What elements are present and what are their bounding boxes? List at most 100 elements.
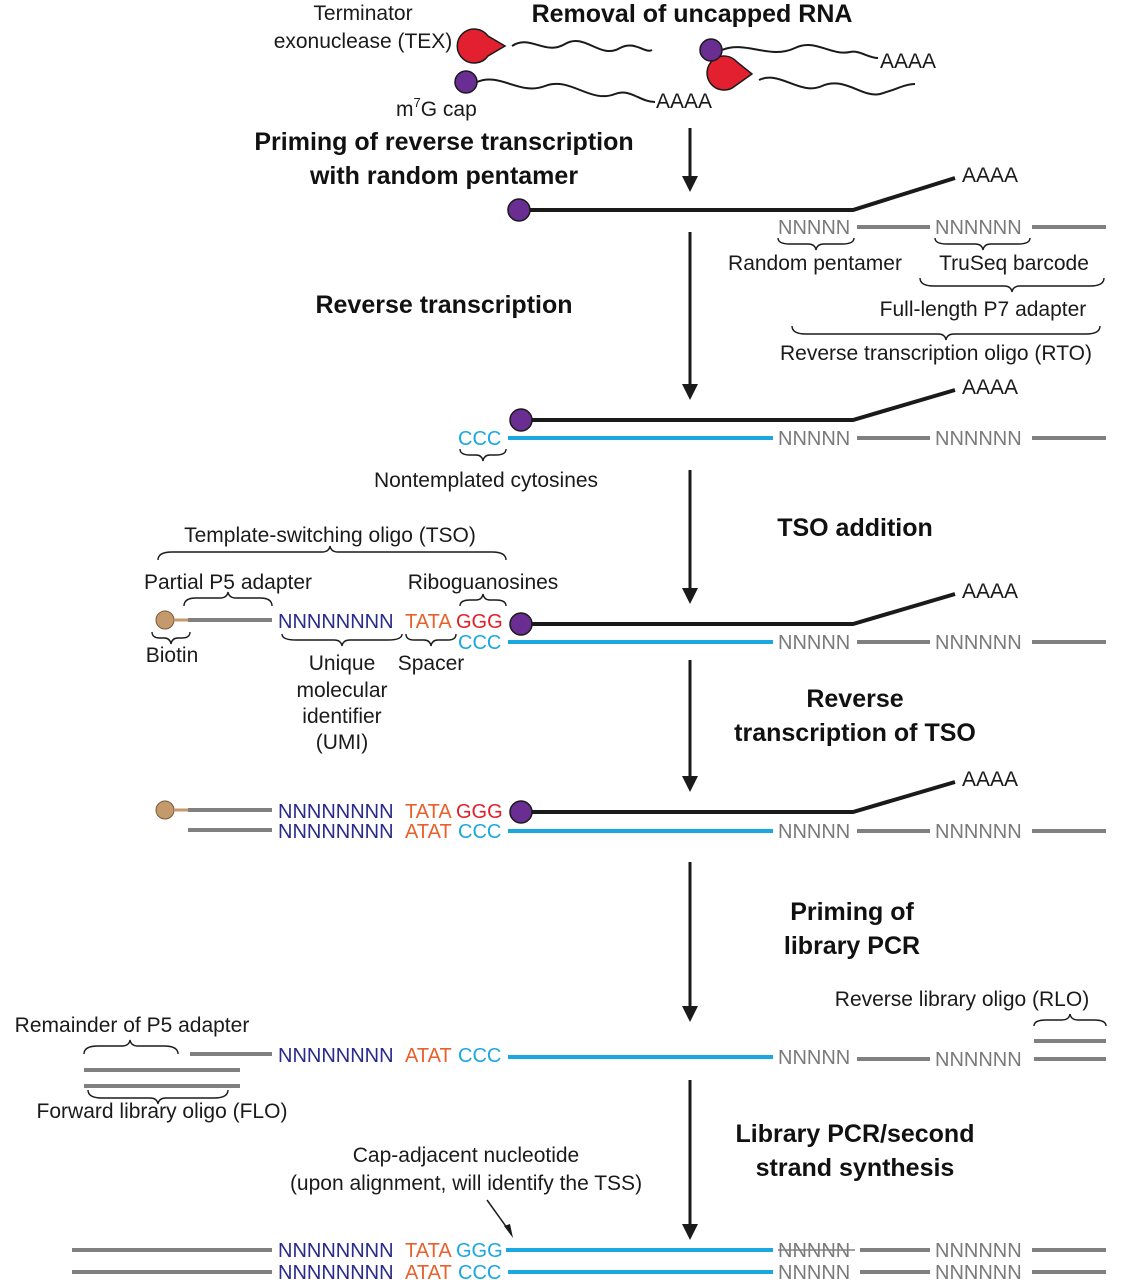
mrna-strand-4 [532,780,956,814]
brace-umi [281,633,403,647]
umi-label-line2: molecular [296,679,387,702]
polya-label-6: AAAA [962,768,1018,791]
cap-adjacent-pointer-head [504,1224,513,1238]
step-priming-pcr-line1: Priming of [790,898,914,926]
umi-seq-4: NNNNNNNN [278,1045,394,1067]
brace-random-pentamer [777,237,855,251]
p7-adapter-label: Full-length P7 adapter [880,298,1087,321]
step-pcr-line1: Library PCR/second [736,1120,975,1148]
step-rt-title: Reverse transcription [315,291,572,319]
step-priming-title-line1: Priming of reverse transcription [254,128,633,156]
arrow-head-5 [682,1006,698,1022]
rt-step: Reverse transcription AAAA CCC NNNNN NNN… [315,232,1106,492]
capped-rna-2 [476,78,656,103]
spacer-label: Spacer [398,652,465,675]
m7g-cap-icon-5 [509,612,533,636]
capped-rna-1 [721,43,879,59]
umi-seq-6: NNNNNNNN [278,1262,394,1280]
pentamer-seq-4: NNNNN [778,821,850,843]
barcode-seq-4: NNNNNN [935,821,1022,843]
brace-riboguanosines [459,593,507,607]
arrow-head-1 [682,176,698,192]
brace-rlo [1033,1013,1107,1027]
uncapped-rna-1 [511,40,653,52]
tex-enzyme-icon-2 [706,55,754,91]
truseq-barcode-seq: NNNNNN [935,217,1022,239]
spacer-seq-4: ATAT [405,1045,452,1067]
m7g-cap-icon [699,38,723,62]
brace-ccc [459,448,507,462]
tex-label-line1: Terminator [313,2,412,25]
rt-tso-step: Reverse transcription of TSO NNNNNNNN TA… [155,660,1106,843]
polya-label-2: AAAA [656,90,712,113]
arrow-head-6 [682,1224,698,1240]
umi-seq-3: NNNNNNNN [278,821,394,843]
brace-spacer [405,633,457,647]
brace-remainder-p5 [83,1039,179,1055]
brace-biotin [151,631,191,645]
umi-label-line3: identifier [302,705,381,728]
rto-label: Reverse transcription oligo (RTO) [780,342,1092,365]
cap-adjacent-label-line2: (upon alignment, will identify the TSS) [290,1172,642,1195]
barcode-seq-2: NNNNNN [935,428,1022,450]
brace-tso [157,545,507,561]
step-rt-tso-line1: Reverse [806,685,903,713]
pentamer-seq-7: NNNNN [778,1262,850,1280]
removal-step: Removal of uncapped RNA Terminator exonu… [274,0,936,121]
umi-seq-5: NNNNNNNN [278,1240,394,1262]
brace-p7 [919,277,1105,293]
barcode-seq-3: NNNNNN [935,632,1022,654]
tso-label: Template-switching oligo (TSO) [184,524,476,547]
m7g-cap-icon-2 [454,70,478,94]
polya-label-4: AAAA [962,376,1018,399]
umi-label-line1: Unique [309,652,376,675]
random-pentamer-label: Random pentamer [728,252,902,275]
spacer-seq-5: TATA [405,1240,452,1262]
umi-label-line4: (UMI) [316,731,368,754]
arrow-head-2 [682,384,698,400]
uncapped-rna-2 [758,76,916,96]
pentamer-seq-5: NNNNN [778,1047,850,1069]
arrow-head-3 [682,588,698,604]
spacer-seq: TATA [405,611,452,633]
brace-truseq [934,237,1031,251]
m7g-cap-icon-4 [509,408,533,432]
barcode-seq-7: NNNNNN [935,1262,1022,1280]
ccc-seq-3: CCC [458,821,501,843]
polya-label-5: AAAA [962,580,1018,603]
tso-addition-step: TSO addition Template-switching oligo (T… [144,470,1106,754]
truseq-barcode-label: TruSeq barcode [939,252,1089,275]
ccc-seq-4: CCC [458,1045,501,1067]
step-priming-title-line2: with random pentamer [309,162,578,190]
mrna-strand-2 [532,388,956,422]
umi-seq: NNNNNNNN [278,611,394,633]
m7g-cap-icon-3 [507,198,531,222]
m7g-cap-label: m7G cap [396,95,477,121]
nontemplated-label: Nontemplated cytosines [374,469,598,492]
tex-enzyme-icon [456,28,507,64]
arrow-head-4 [682,776,698,792]
rlo-label: Reverse library oligo (RLO) [835,988,1089,1011]
step-tso-title: TSO addition [777,514,933,542]
spacer-seq-3: ATAT [405,821,452,843]
pentamer-seq-2: NNNNN [778,428,850,450]
pentamer-seq-3: NNNNN [778,632,850,654]
ccc-seq: CCC [458,428,501,450]
umi-seq-2: NNNNNNNN [278,801,394,823]
step-pcr-line2: strand synthesis [756,1154,955,1182]
spacer-seq-6: ATAT [405,1262,452,1280]
random-pentamer-seq: NNNNN [778,217,850,239]
barcode-seq-6: NNNNNN [935,1240,1022,1262]
cap-adjacent-label-line1: Cap-adjacent nucleotide [353,1144,580,1167]
spacer-seq-2: TATA [405,801,452,823]
ggg-seq-2: GGG [456,801,503,823]
ccc-seq-2: CCC [458,632,501,654]
step-priming-pcr-line2: library PCR [784,932,920,960]
tex-label-line2: exonuclease (TEX) [274,30,453,53]
biotin-icon [155,610,175,630]
ggg-seq-3: GGG [456,1240,503,1262]
biotin-icon-2 [155,800,175,820]
biotin-label: Biotin [146,644,199,667]
remainder-p5-label: Remainder of P5 adapter [15,1014,250,1037]
